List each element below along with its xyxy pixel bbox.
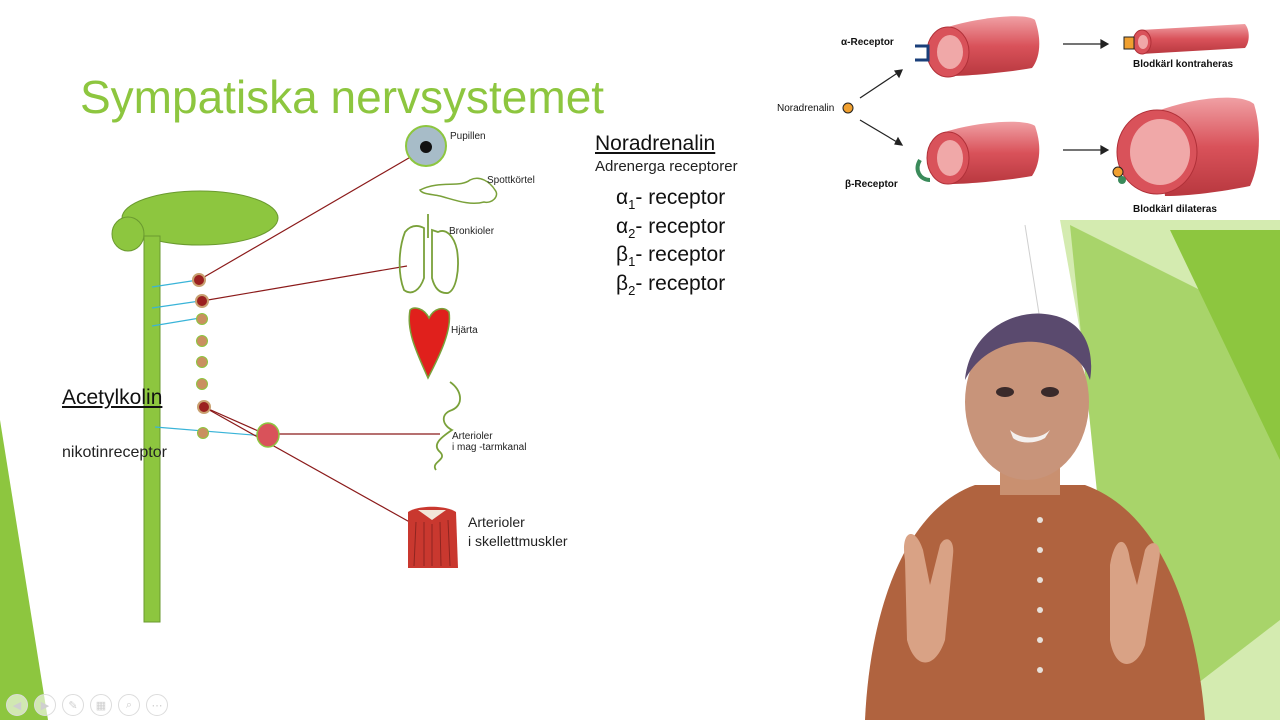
slides-icon[interactable]: ▦ xyxy=(90,694,112,716)
receptor-item: α1- receptor xyxy=(616,186,726,213)
label-bronkioler: Bronkioler xyxy=(449,226,495,237)
alpha-receptor-symbol xyxy=(915,44,930,62)
ganglion-chain xyxy=(192,273,280,448)
label-pupillen: Pupillen xyxy=(450,131,486,142)
presenter-video xyxy=(865,313,1205,720)
previous-icon[interactable]: ◀ xyxy=(6,694,28,716)
vessel-top xyxy=(926,16,1040,78)
theme-line xyxy=(1024,224,1041,321)
noradrenalin-heading: Noradrenalin xyxy=(595,132,716,155)
label-arterioler-mag: Arterioler i mag -tarmkanal xyxy=(452,431,527,453)
receptor-item: β2- receptor xyxy=(616,272,726,299)
eye-icon xyxy=(405,125,447,167)
adrenerga-subheading: Adrenerga receptorer xyxy=(595,158,738,175)
beta-receptor-symbol xyxy=(915,158,931,182)
intestine-icon xyxy=(433,381,461,471)
vessel-contracted xyxy=(1123,24,1249,55)
presenter-hair xyxy=(965,313,1092,380)
muscle-icon xyxy=(408,506,458,568)
spinal-cord xyxy=(143,235,161,623)
sympathetic-diagram xyxy=(111,125,498,623)
heart-icon xyxy=(408,307,451,380)
brainstem-shape xyxy=(111,216,145,252)
nikotinreceptor-label: nikotinreceptor xyxy=(62,444,167,461)
dilate-label: Blodkärl dilateras xyxy=(1133,204,1217,215)
presenter-face xyxy=(965,324,1089,480)
acetylkolin-heading: Acetylkolin xyxy=(62,386,163,409)
vessel-bottom xyxy=(926,121,1040,185)
noradrenalin-molecule-icon xyxy=(842,102,854,114)
label-spottkortel: Spottkörtel xyxy=(487,175,535,186)
presenter-left-hand xyxy=(904,533,954,663)
noradrenalin-label: Noradrenalin xyxy=(777,103,835,114)
more-icon[interactable]: ⋯ xyxy=(146,694,168,716)
slide-title: Sympatiska nervsystemet xyxy=(80,71,605,123)
lungs-icon xyxy=(398,214,459,294)
zoom-icon[interactable]: ⌕ xyxy=(118,694,140,716)
presenter-right-hand xyxy=(1110,541,1160,664)
salivary-gland-icon xyxy=(418,177,498,205)
pen-icon[interactable]: ✎ xyxy=(62,694,84,716)
label-arterioler-skelett: Arterioler i skellettmuskler xyxy=(468,514,568,549)
slideshow-toolbar: ◀ ▶ ✎ ▦ ⌕ ⋯ xyxy=(6,694,168,716)
receptor-item: β1- receptor xyxy=(616,243,726,270)
right-accent-shape-dark xyxy=(1170,230,1280,460)
label-hjarta: Hjärta xyxy=(451,325,478,336)
receptor-item: α2- receptor xyxy=(616,215,726,242)
alpha-receptor-label: α-Receptor xyxy=(841,37,894,48)
beta-receptor-label: β-Receptor xyxy=(845,179,898,190)
next-icon[interactable]: ▶ xyxy=(34,694,56,716)
vessel-figure xyxy=(842,16,1259,196)
left-accent-shape xyxy=(0,420,48,720)
contract-label: Blodkärl kontraheras xyxy=(1133,59,1234,70)
vessel-dilated xyxy=(1112,97,1259,196)
